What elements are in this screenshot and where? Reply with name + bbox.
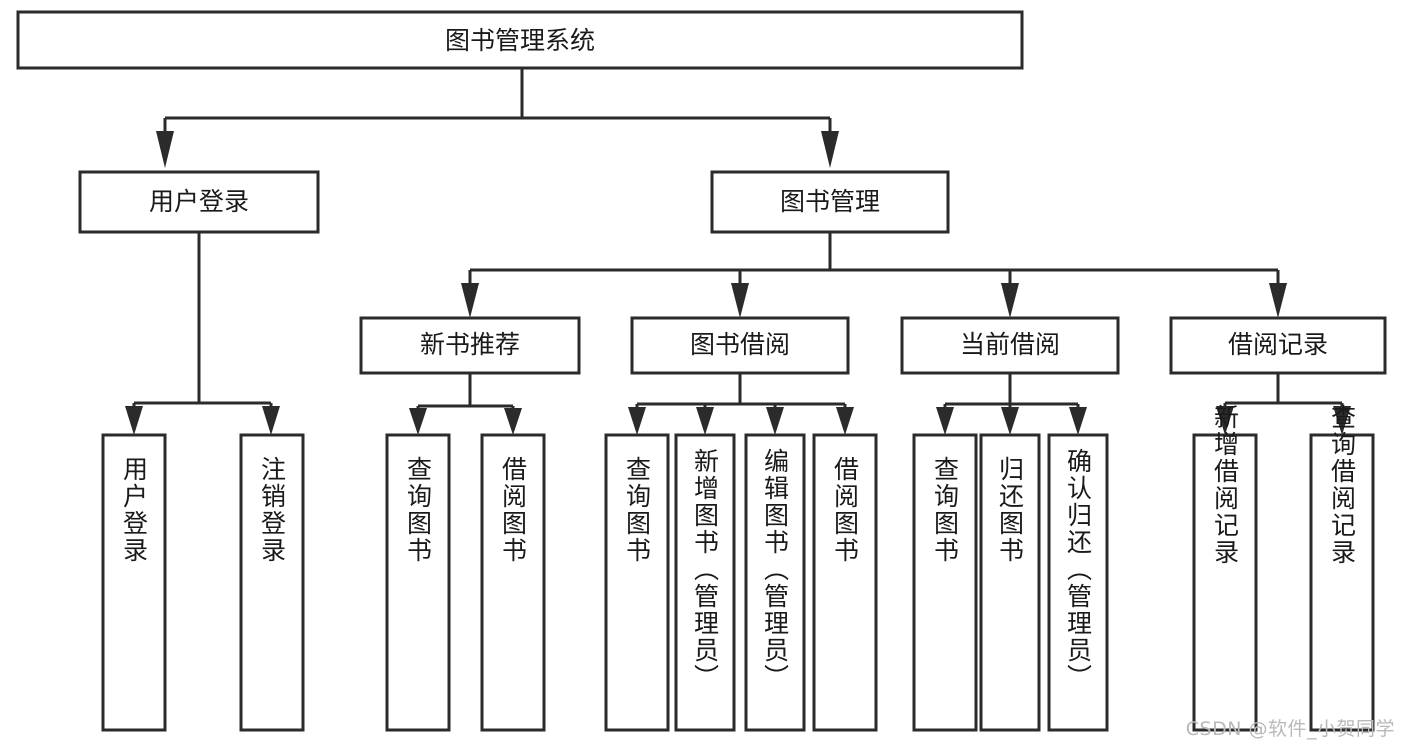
leaf-label-borrow-edit-book: 编辑图书（管理员） [761, 448, 790, 691]
leaf-node-current-confirm-return[interactable]: 确认归还（管理员） [1047, 433, 1109, 732]
arrow-head-leaf-borrow-record-2 [1333, 406, 1351, 435]
node-book-manage-label: 图书管理 [780, 187, 880, 216]
arrow-head-leaf-book-borrow-4 [836, 407, 854, 435]
arrow-head-user-login [156, 131, 174, 168]
node-new-book-recommend-label: 新书推荐 [420, 330, 520, 359]
leaf-label-new-book-query: 查询图书 [404, 456, 433, 564]
leaf-node-borrow-query[interactable]: 查询图书 [604, 433, 670, 732]
leaf-label-current-confirm-return: 确认归还（管理员） [1064, 448, 1093, 691]
connector-group-user-login [125, 233, 280, 435]
leaf-box-current-return[interactable] [979, 433, 1041, 732]
node-borrow-record[interactable]: 借阅记录 [1169, 316, 1387, 375]
leaf-box-user-logout[interactable] [239, 433, 305, 732]
arrow-head-leaf-borrow-record-1 [1216, 406, 1234, 435]
leaf-label-borrow-query: 查询图书 [623, 456, 652, 564]
leaf-box-user-login-login[interactable] [101, 433, 167, 732]
leaf-node-user-logout[interactable]: 注销登录 [239, 433, 305, 732]
arrow-head-leaf-book-borrow-3 [766, 407, 784, 435]
connector-group-current-borrow [936, 373, 1087, 435]
node-root-system[interactable]: 图书管理系统 [16, 10, 1024, 70]
node-borrow-record-box[interactable] [1169, 316, 1387, 375]
arrow-head-leaf-user-login-1 [125, 406, 143, 435]
leaf-node-user-login-login[interactable]: 用户登录 [101, 433, 167, 732]
arrow-head-borrow-record [1269, 283, 1287, 318]
node-book-borrow-label: 图书借阅 [690, 330, 790, 359]
node-book-borrow-box[interactable] [630, 316, 850, 375]
arrow-head-leaf-current-borrow-3 [1069, 407, 1087, 435]
connector-group-book-borrow [628, 373, 854, 435]
connector-group-borrow-record [1216, 373, 1351, 435]
leaf-box-borrow-edit-book[interactable] [744, 433, 806, 732]
node-book-manage[interactable]: 图书管理 [710, 170, 950, 234]
leaf-box-current-confirm-return[interactable] [1047, 433, 1109, 732]
leaf-node-current-query[interactable]: 查询图书 [912, 433, 978, 732]
arrow-head-leaf-current-borrow-2 [1001, 407, 1019, 435]
leaf-node-record-add[interactable]: 新增借阅记录 [1192, 404, 1258, 732]
connector-group-new-book [409, 373, 522, 435]
leaf-node-borrow-add-book[interactable]: 新增图书（管理员） [674, 433, 736, 732]
node-root-label: 图书管理系统 [445, 26, 595, 55]
leaf-node-new-book-query[interactable]: 查询图书 [385, 433, 451, 732]
arrow-head-leaf-user-login-2 [262, 406, 280, 435]
leaf-label-current-query: 查询图书 [931, 456, 960, 564]
arrow-head-new-book [461, 283, 479, 318]
leaf-label-user-logout: 注销登录 [258, 456, 287, 564]
leaf-node-current-return[interactable]: 归还图书 [979, 433, 1041, 732]
arrow-head-leaf-new-book-2 [504, 408, 522, 435]
leaf-box-new-book-query[interactable] [385, 433, 451, 732]
node-current-borrow[interactable]: 当前借阅 [900, 316, 1120, 375]
arrow-head-leaf-new-book-1 [409, 408, 427, 435]
connector-group-root [156, 68, 839, 168]
arrow-head-book-borrow [731, 283, 749, 318]
leaf-box-current-query[interactable] [912, 433, 978, 732]
arrow-head-current-borrow [1001, 283, 1019, 318]
node-borrow-record-label: 借阅记录 [1228, 330, 1328, 359]
leaf-label-new-book-borrow: 借阅图书 [499, 456, 528, 564]
leaf-box-borrow-add-book[interactable] [674, 433, 736, 732]
node-new-book-recommend[interactable]: 新书推荐 [359, 316, 581, 375]
node-book-manage-box[interactable] [710, 170, 950, 234]
leaf-label-record-query: 查询借阅记录 [1328, 404, 1357, 566]
node-current-borrow-label: 当前借阅 [960, 330, 1060, 359]
leaf-node-borrow-book[interactable]: 借阅图书 [812, 433, 878, 732]
arrow-head-leaf-current-borrow-1 [936, 407, 954, 435]
leaf-label-user-login-login: 用户登录 [120, 456, 149, 564]
node-user-login-label: 用户登录 [149, 187, 249, 216]
leaf-node-borrow-edit-book[interactable]: 编辑图书（管理员） [744, 433, 806, 732]
node-user-login-box[interactable] [78, 170, 320, 234]
leaf-label-borrow-book: 借阅图书 [831, 456, 860, 564]
leaf-box-borrow-query[interactable] [604, 433, 670, 732]
leaf-box-new-book-borrow[interactable] [480, 433, 546, 732]
node-user-login[interactable]: 用户登录 [78, 170, 320, 234]
arrow-head-leaf-book-borrow-2 [696, 407, 714, 435]
leaf-node-record-query[interactable]: 查询借阅记录 [1309, 404, 1375, 732]
node-new-book-recommend-box[interactable] [359, 316, 581, 375]
leaf-box-record-query[interactable] [1309, 433, 1375, 732]
arrow-head-leaf-book-borrow-1 [628, 407, 646, 435]
node-current-borrow-box[interactable] [900, 316, 1120, 375]
node-book-borrow[interactable]: 图书借阅 [630, 316, 850, 375]
leaf-label-current-return: 归还图书 [996, 456, 1025, 564]
arrow-head-book-manage [821, 131, 839, 168]
leaf-label-borrow-add-book: 新增图书（管理员） [691, 448, 720, 691]
leaf-box-borrow-book[interactable] [812, 433, 878, 732]
leaf-box-record-add[interactable] [1192, 433, 1258, 732]
leaf-node-new-book-borrow[interactable]: 借阅图书 [480, 433, 546, 732]
connector-group-book-manage [461, 233, 1287, 318]
node-root-box[interactable] [16, 10, 1024, 70]
leaf-label-record-add: 新增借阅记录 [1211, 404, 1240, 566]
